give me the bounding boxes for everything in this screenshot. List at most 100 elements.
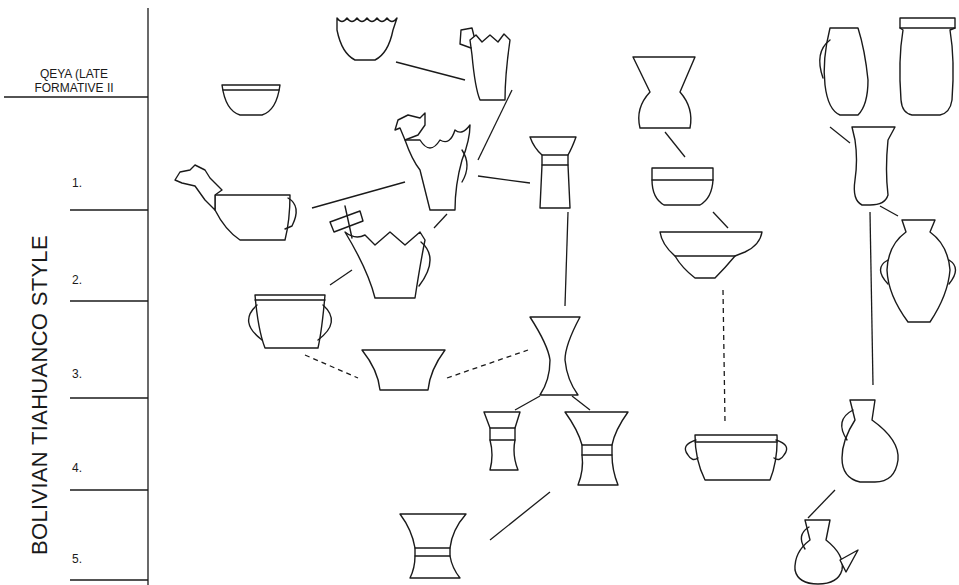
vessel-detail	[255, 299, 325, 300]
vessel-bowl	[685, 435, 786, 480]
lineage-line	[572, 396, 590, 410]
vessel-detail	[881, 260, 889, 284]
lineage-line	[723, 290, 725, 422]
lineage-line	[396, 62, 465, 80]
vessel-outline	[887, 220, 950, 322]
vessel-kero	[530, 317, 580, 395]
vessel-incensario	[330, 206, 430, 298]
vessel-outline	[530, 137, 576, 208]
vessel-detail	[285, 198, 296, 229]
lineage-line	[870, 212, 873, 385]
vessel-jar	[900, 18, 955, 115]
vessel-outline	[222, 85, 280, 115]
vessel-outline	[362, 350, 445, 390]
vessel-detail	[415, 547, 450, 548]
axis-line	[147, 8, 148, 585]
vessel-outline	[660, 232, 762, 278]
vessel-detail	[395, 113, 425, 140]
period-tick	[70, 397, 148, 398]
vessel-incensario	[395, 113, 470, 210]
vessel-bowl	[337, 18, 397, 60]
vessel-detail	[949, 260, 956, 284]
vessel-pitcher	[842, 400, 898, 482]
vessel-kero	[400, 514, 466, 578]
lineage-line	[713, 212, 728, 228]
vessel-detail	[675, 255, 735, 256]
vessel-detail	[175, 165, 222, 210]
vessel-outline	[842, 400, 898, 482]
vessel-outline	[215, 195, 290, 240]
vessel-outline	[565, 412, 628, 485]
vessel-kero	[530, 137, 576, 208]
vessel-outline	[900, 18, 955, 115]
period-label: QEYA (LATE FORMATIVE II	[8, 68, 140, 96]
lineage-line	[305, 355, 358, 378]
lineage-line	[478, 176, 530, 183]
lineage-line	[515, 396, 540, 410]
lineage-line	[490, 492, 550, 540]
period-axis	[4, 8, 148, 585]
lineage-line	[434, 214, 447, 228]
vessel-detail	[490, 427, 515, 428]
lineage-line	[447, 350, 528, 378]
vessel-outline	[470, 34, 510, 100]
vessel-outline	[255, 295, 325, 348]
vessel-detail	[542, 154, 568, 155]
lineage-line	[880, 206, 898, 216]
vessel-kero	[484, 412, 520, 470]
vessel-detail	[490, 439, 515, 440]
vessel-outline	[824, 28, 868, 115]
vessel-vase	[852, 127, 895, 205]
vessel-bowl	[660, 232, 762, 278]
vessel-detail	[900, 27, 955, 28]
vessel-detail	[652, 179, 713, 180]
period-tick	[4, 96, 148, 97]
phase-number: 5.	[72, 553, 82, 567]
vessel-detail	[249, 305, 262, 340]
lineage-line	[312, 182, 405, 208]
vessel-jug	[820, 28, 868, 115]
vessel-detail	[820, 40, 830, 78]
phase-number: 3.	[72, 368, 82, 382]
vessel-detail	[223, 89, 279, 90]
vessel-outline	[633, 57, 695, 128]
period-tick	[70, 300, 148, 301]
vessel-incensario	[460, 28, 510, 100]
vessel-outline	[405, 125, 470, 210]
vessel-detail	[685, 440, 698, 459]
vessel-detail	[774, 440, 787, 459]
vessel-detail	[542, 164, 568, 165]
vessel-outline	[530, 317, 580, 395]
vessel-bowl	[362, 350, 445, 390]
vessel-detail	[801, 527, 809, 549]
vessel-spouted-pitcher	[795, 520, 858, 584]
vessel-bowl	[249, 295, 332, 348]
period-tick	[70, 209, 148, 210]
lineage-line	[565, 212, 568, 306]
vessel-bowl	[652, 168, 713, 205]
vessel-detail	[345, 206, 352, 238]
lineage-line	[830, 127, 850, 143]
vessels	[175, 18, 956, 584]
phase-number: 1.	[72, 177, 82, 191]
vessel-detail	[695, 441, 777, 442]
vessel-outline	[345, 232, 425, 298]
vessel-outline	[852, 127, 895, 205]
vessel-outline	[795, 520, 842, 584]
lineage-lines	[305, 62, 898, 540]
vessel-kero	[633, 57, 695, 128]
vessel-detail	[842, 410, 853, 440]
phase-number: 2.	[72, 274, 82, 288]
period-tick	[70, 489, 148, 490]
vessel-amphora	[881, 220, 956, 322]
vessel-outline	[337, 18, 397, 60]
vessel-kero	[565, 412, 628, 485]
vessel-outline	[400, 514, 466, 578]
phase-number: 4.	[72, 462, 82, 476]
vessel-detail	[415, 555, 450, 556]
vessel-detail	[582, 454, 612, 455]
vessel-detail	[840, 550, 858, 572]
